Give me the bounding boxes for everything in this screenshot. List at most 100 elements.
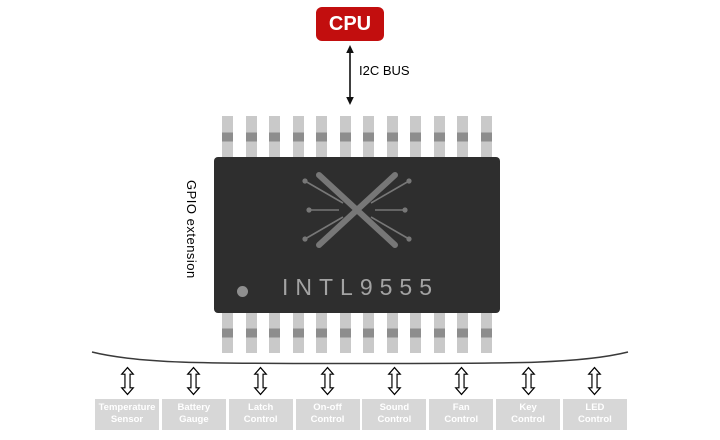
chip-pin: [386, 313, 398, 353]
pin-band: [433, 132, 445, 142]
pin-band: [292, 328, 304, 338]
pin-band: [480, 328, 492, 338]
peripheral-label-line2: Control: [578, 414, 612, 426]
peripheral-label-line1: Battery: [177, 402, 211, 413]
cpu-box: CPU: [316, 7, 384, 41]
i2c-bus-arrow: [346, 45, 354, 105]
chip-pin: [316, 313, 328, 353]
chip-pin: [386, 116, 398, 158]
peripheral-label-line1: Temperature: [98, 402, 156, 413]
pin-band: [410, 328, 422, 338]
chip-pin: [339, 313, 351, 353]
pin-band: [245, 132, 257, 142]
pin-band: [386, 328, 398, 338]
chip-pin: [339, 116, 351, 158]
chip-logo-icon: [302, 172, 412, 248]
pin-band: [386, 132, 398, 142]
peripheral-label-line2: Gauge: [179, 414, 209, 426]
chip-pin: [433, 313, 445, 353]
brace-curve: [91, 351, 629, 365]
pin-band: [457, 328, 469, 338]
chip-pin: [245, 313, 257, 353]
chip-pin: [269, 313, 281, 353]
peripheral-label-line1: On-off: [313, 402, 342, 413]
chip-pin: [457, 313, 469, 353]
double-arrow-icon: [454, 366, 469, 396]
chip-body: INTL9555: [214, 157, 500, 313]
i2c-bus-label: I2C BUS: [359, 63, 410, 78]
peripheral-label-line1: Sound: [379, 402, 410, 413]
chip-pin: [480, 313, 492, 353]
pin-band: [222, 132, 233, 142]
chip-pin: [245, 116, 257, 158]
pin-band: [269, 328, 281, 338]
peripheral-label-line2: Control: [444, 414, 479, 426]
double-arrow-icon: [387, 366, 402, 396]
chip-pin: [410, 116, 422, 158]
peripheral-label-line2: Control: [243, 414, 278, 426]
pin-band: [316, 132, 328, 142]
pin-band: [363, 132, 375, 142]
double-arrow-icon: [520, 366, 536, 396]
pin1-dot: [237, 286, 248, 297]
double-arrow-icon: [587, 366, 602, 396]
pin-band: [363, 328, 375, 338]
pin-band: [410, 132, 422, 142]
chip-pin: [433, 116, 445, 158]
peripheral-label-line1: Fan: [452, 402, 470, 413]
chip-pin: [363, 116, 375, 158]
peripheral-label-line1: Key: [519, 402, 537, 413]
gpio-extension-label: GPIO extension: [184, 180, 199, 279]
peripheral-label-line1: LED: [585, 402, 605, 413]
chip-pins-bottom: [222, 313, 492, 353]
chip-pin: [292, 116, 304, 158]
double-arrow-icon: [186, 366, 201, 396]
chip-pins-top: [222, 116, 492, 158]
chip-pin: [222, 116, 233, 158]
pin-band: [316, 328, 328, 338]
peripheral-label-line1: Latch: [248, 402, 274, 413]
peripheral-label-line2: Sensor: [110, 414, 144, 426]
pin-band: [245, 328, 257, 338]
chip-pin: [292, 313, 304, 353]
pin-band: [480, 132, 492, 142]
pin-band: [222, 328, 233, 338]
peripheral-label-line2: Control: [511, 414, 545, 426]
chip-pin: [480, 116, 492, 158]
chip-pin: [457, 116, 469, 158]
chip-pin: [410, 313, 422, 353]
double-arrow-icon: [253, 366, 268, 396]
peripheral-label-line2: Control: [310, 414, 345, 426]
peripheral-label-line2: Control: [377, 414, 412, 426]
chip-pin: [269, 116, 281, 158]
pin-band: [457, 132, 469, 142]
double-arrow-icon: [119, 366, 135, 396]
pin-band: [292, 132, 304, 142]
pin-band: [433, 328, 445, 338]
chip-pin: [316, 116, 328, 158]
pin-band: [339, 328, 351, 338]
chip-pin: [363, 313, 375, 353]
chip-pin: [222, 313, 233, 353]
pin-band: [269, 132, 281, 142]
double-arrow-icon: [320, 366, 335, 396]
pin-band: [339, 132, 351, 142]
chip-name: INTL9555: [281, 274, 439, 300]
